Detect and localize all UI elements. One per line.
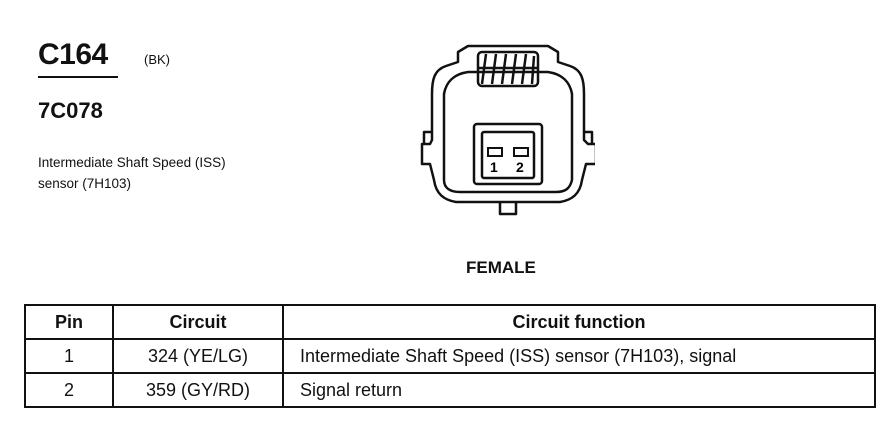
pin-1-label: 1 [490, 159, 498, 175]
terminal-cavities [487, 147, 529, 157]
pin-1-cavity [487, 147, 503, 157]
cell-function: Intermediate Shaft Speed (ISS) sensor (7… [282, 338, 876, 374]
header-pin: Pin [24, 304, 114, 340]
component-description: Intermediate Shaft Speed (ISS) sensor (7… [38, 152, 298, 194]
table-row: 2 359 (GY/RD) Signal return [24, 372, 876, 408]
description-line-1: Intermediate Shaft Speed (ISS) [38, 155, 226, 170]
connector-color-code: (BK) [144, 52, 170, 67]
table-header-row: Pin Circuit Circuit function [24, 304, 876, 340]
table-row: 1 324 (YE/LG) Intermediate Shaft Speed (… [24, 338, 876, 374]
cell-function: Signal return [282, 372, 876, 408]
description-line-2: sensor (7H103) [38, 176, 132, 191]
connector-id: C164 [38, 38, 108, 71]
connector-face-drawing: 1 2 [420, 44, 595, 216]
cell-pin: 2 [24, 372, 114, 408]
part-number: 7C078 [38, 98, 103, 123]
connector-gender-label: FEMALE [466, 258, 536, 277]
cell-circuit: 359 (GY/RD) [112, 372, 284, 408]
pin-2-label: 2 [516, 159, 524, 175]
pin-2-cavity [513, 147, 529, 157]
header-circuit: Circuit [112, 304, 284, 340]
header-circuit-function: Circuit function [282, 304, 876, 340]
cell-circuit: 324 (YE/LG) [112, 338, 284, 374]
pinout-table: Pin Circuit Circuit function 1 324 (YE/L… [24, 304, 876, 408]
cell-pin: 1 [24, 338, 114, 374]
connector-id-underline [38, 76, 118, 78]
